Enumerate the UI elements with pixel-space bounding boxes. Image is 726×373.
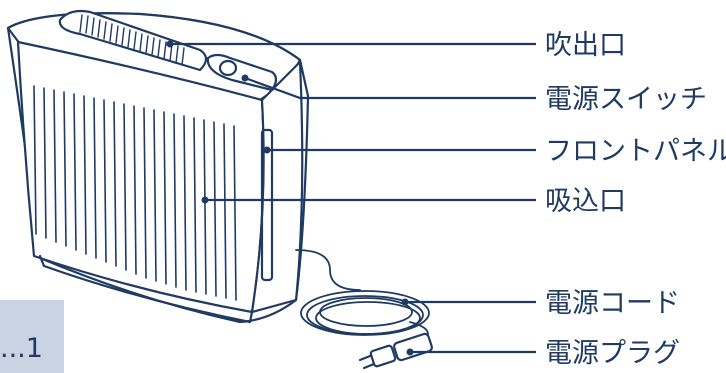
front-panel-slot <box>260 128 274 282</box>
power-cord <box>295 249 430 346</box>
device-illustration <box>6 9 433 370</box>
label-front-panel: フロントパネル <box>545 136 726 167</box>
label-outlet: 吹出口 <box>545 30 626 61</box>
label-power-cord: 電源コード <box>545 288 680 319</box>
label-power-switch: 電源スイッチ <box>545 84 707 115</box>
corner-page-number: ...1 <box>0 333 43 364</box>
corner-tab <box>0 300 64 373</box>
leader-power-switch <box>244 76 536 100</box>
label-power-plug: 電源プラグ <box>545 338 680 369</box>
power-switch-shape <box>206 53 278 92</box>
leader-dots <box>166 40 414 356</box>
intake-grille <box>33 85 237 301</box>
leader-lines <box>170 42 536 354</box>
power-plug-shape <box>358 332 433 370</box>
outlet-grille <box>79 14 185 66</box>
label-intake: 吸込口 <box>545 186 626 217</box>
